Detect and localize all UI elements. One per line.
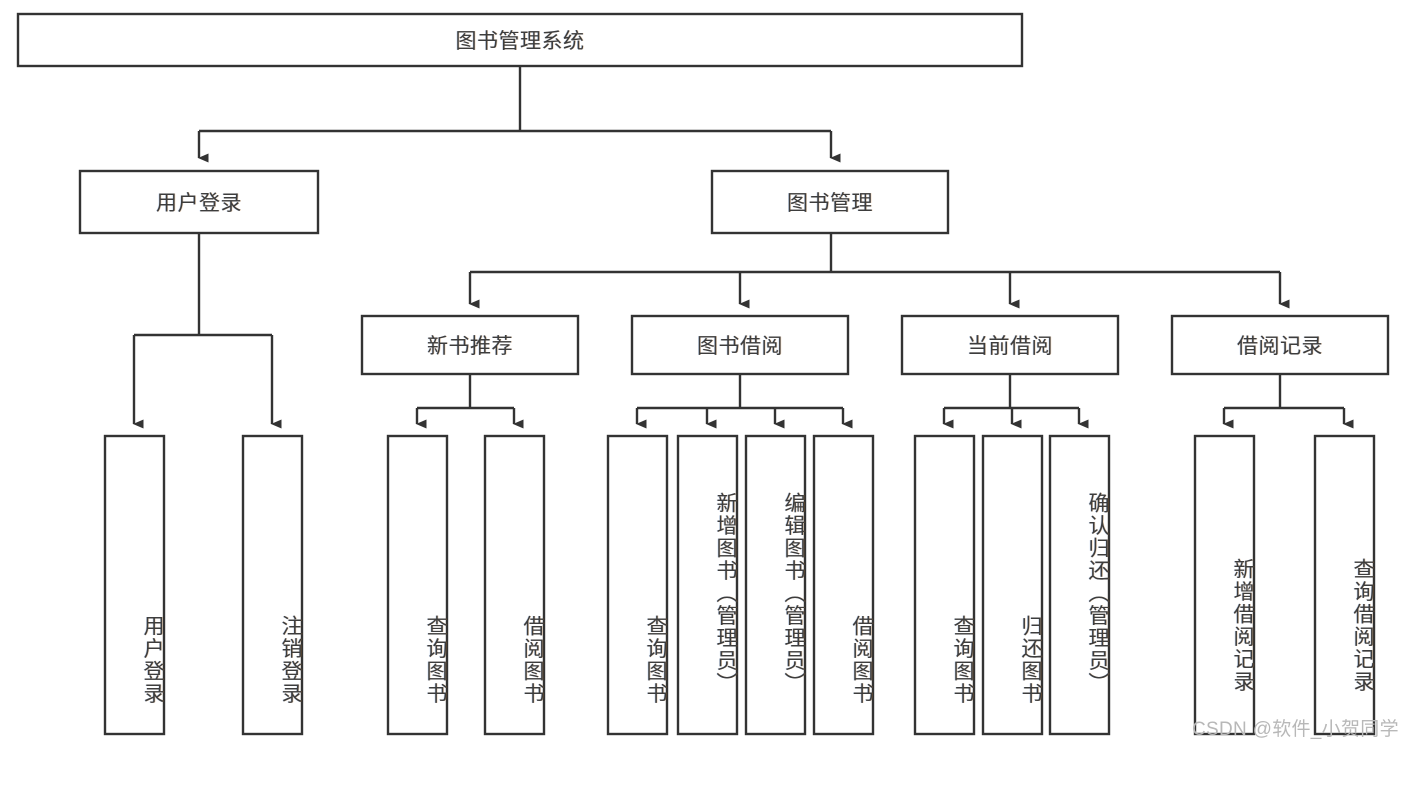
box-leaf-borrow-borrow-book [812,434,875,736]
box-leaf-borrow-add-book [676,434,739,736]
csdn-watermark: CSDN @软件_小贺同学 [1192,719,1399,740]
connectors-new-book-rec-to-leaves [415,374,524,429]
box-book-borrow [630,314,850,376]
box-leaf-borrow-edit-book [744,434,807,736]
box-borrow-record [1170,314,1390,376]
connectors-current-borrow-to-leaves [942,374,1089,429]
box-leaf-rec-query-book [386,434,449,736]
box-leaf-rec-borrow-book [483,434,546,736]
node-boxes [16,12,1390,736]
box-user-login [78,169,320,235]
connectors-book-borrow-to-leaves [635,374,853,429]
box-leaf-rec-query-record [1313,434,1376,736]
box-current-borrow [900,314,1120,376]
box-leaf-user-login [103,434,166,736]
hierarchy-diagram: 图书管理系统 用户登录 图书管理 新书推荐 图书借阅 当前借阅 借阅记录 用户登… [16,12,1399,740]
connectors-root-to-level1 [197,66,841,163]
box-root [16,12,1024,68]
box-leaf-user-logout [241,434,304,736]
box-leaf-cur-confirm-return [1048,434,1111,736]
box-leaf-borrow-query-book [606,434,669,736]
connectors-borrow-record-to-leaves [1222,374,1354,429]
connectors-book-manage-to-level2 [468,233,1290,309]
box-leaf-rec-add-record [1193,434,1256,736]
box-leaf-cur-return-book [981,434,1044,736]
connectors-user-login-to-leaves [132,233,282,429]
box-book-manage [710,169,950,235]
box-leaf-cur-query-book [913,434,976,736]
diagram-canvas [16,12,1390,736]
box-new-book-rec [360,314,580,376]
